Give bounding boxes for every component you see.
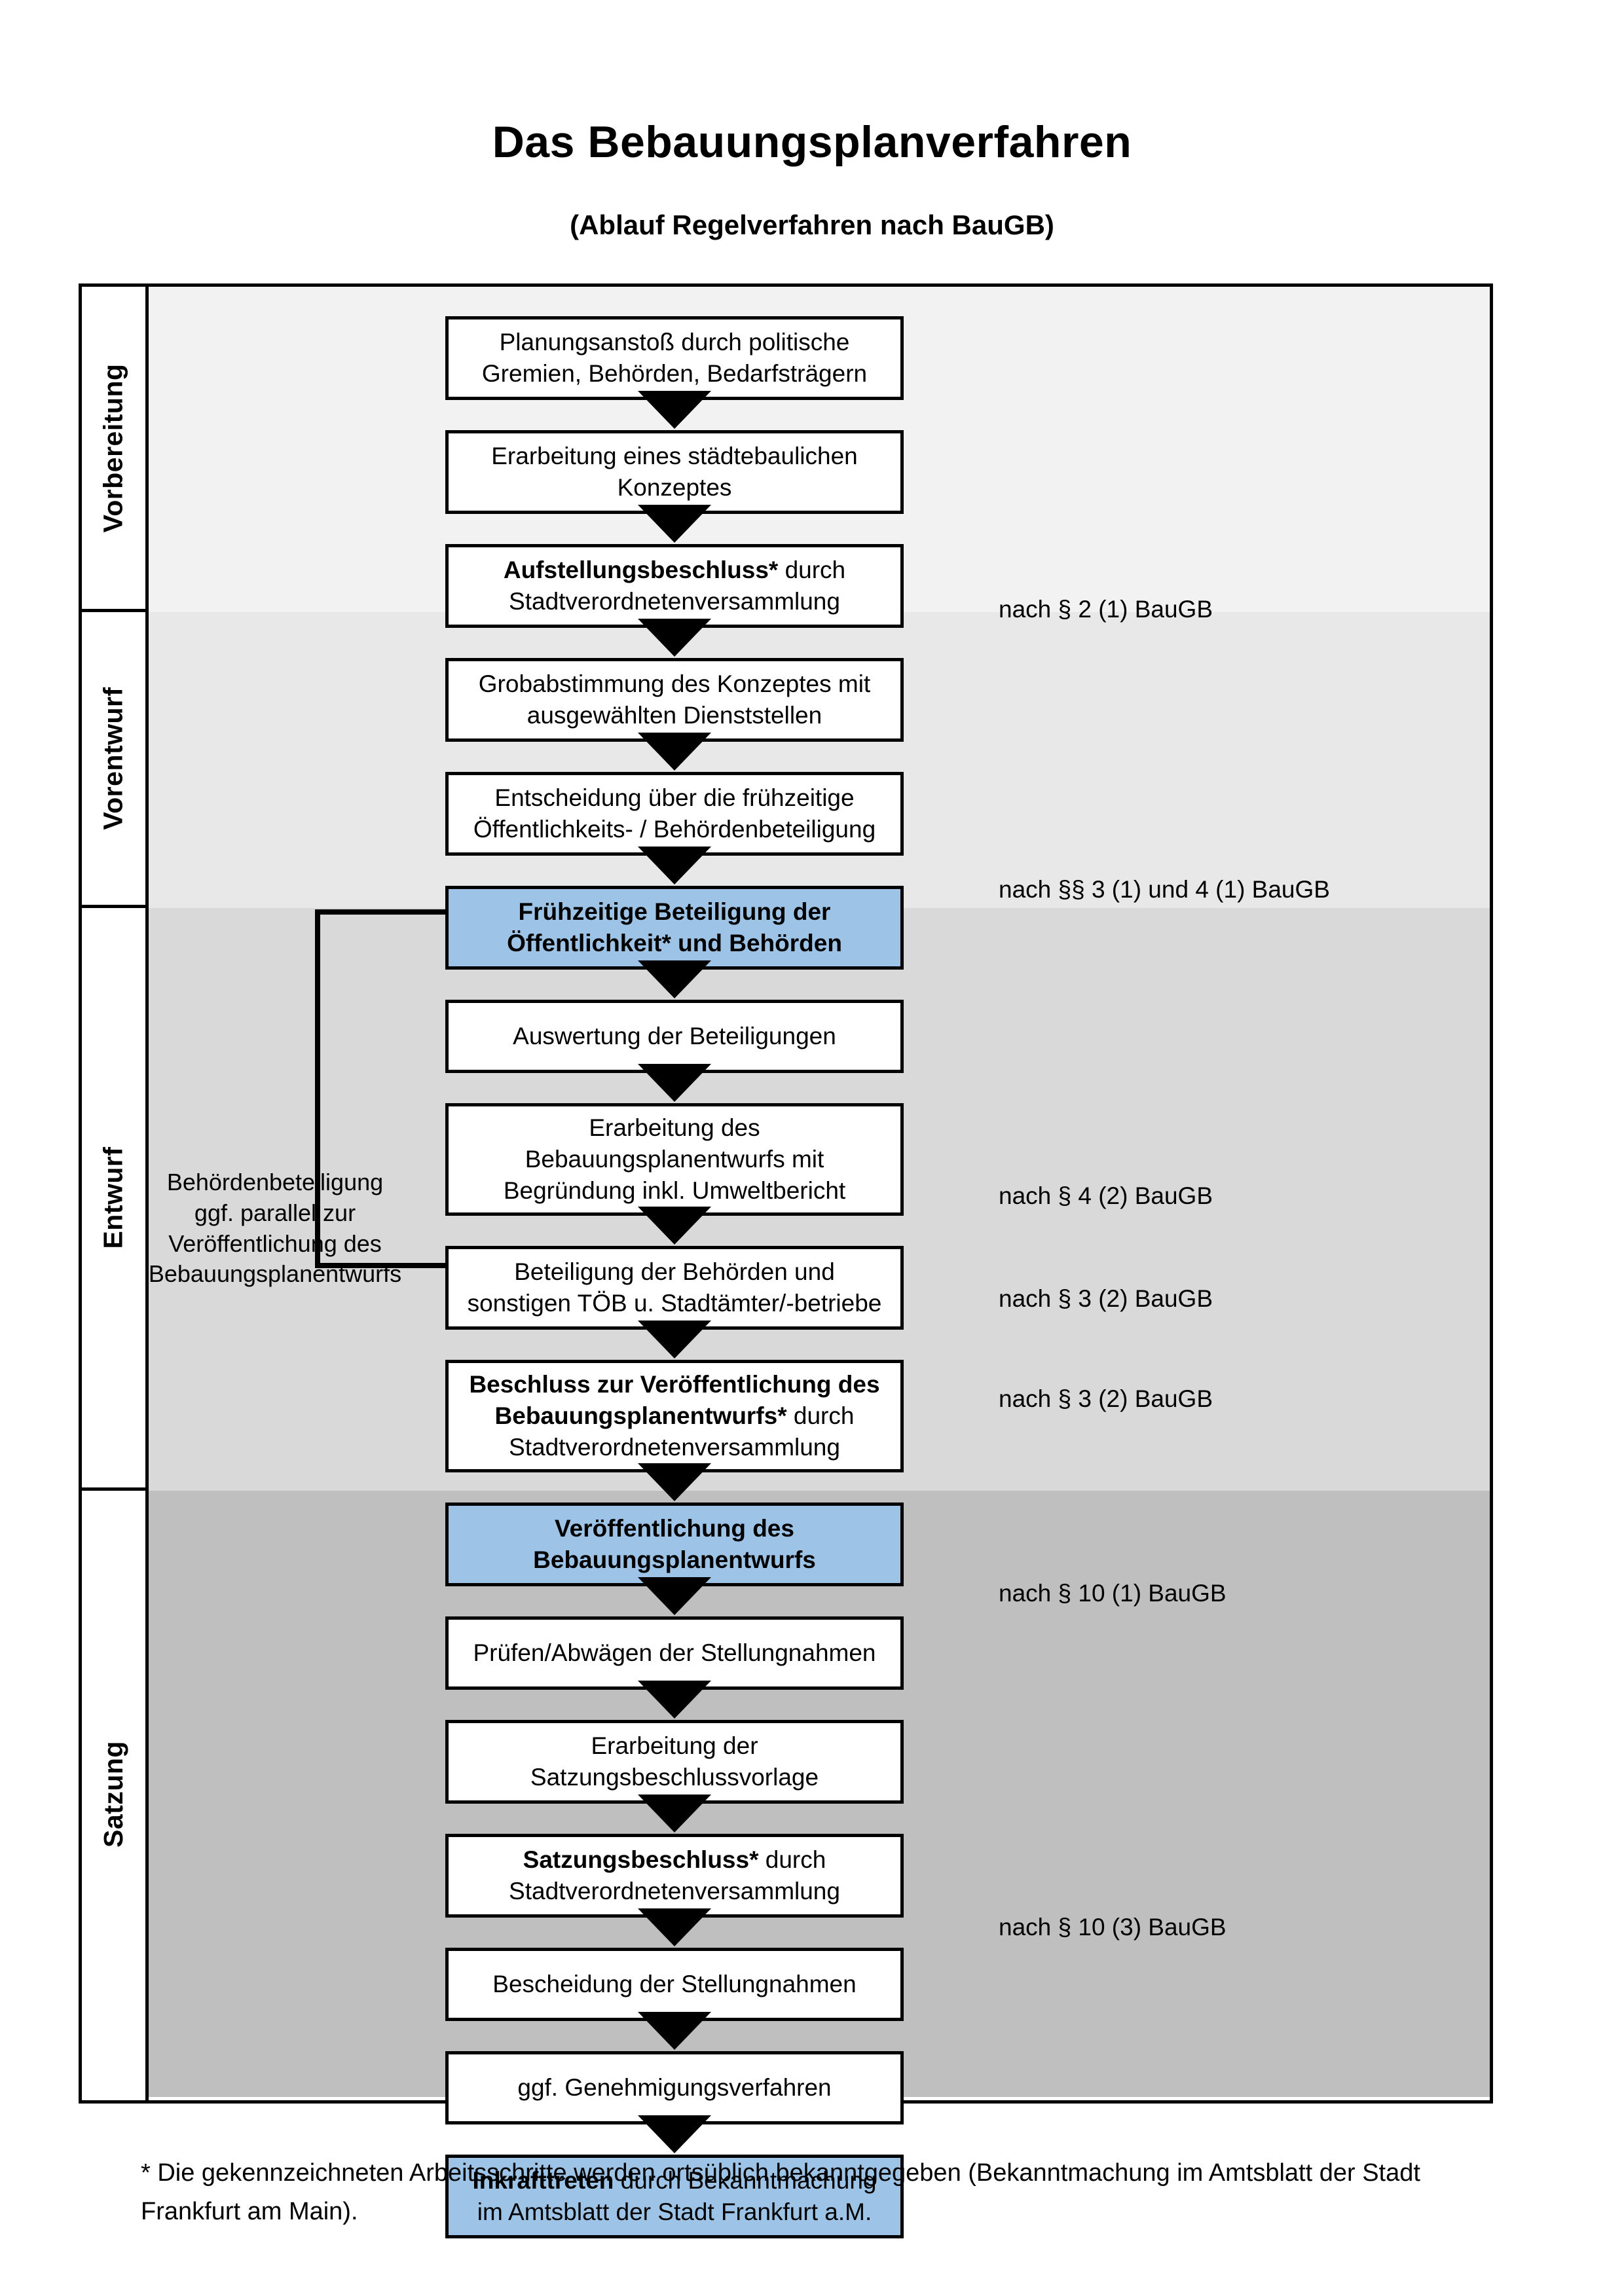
process-step-fruehzeitige-beteiligung[interactable]: Frühzeitige Beteiligung der Öffentlichke… — [445, 886, 904, 970]
step-line-2: Bebauungsplanentwurfs — [533, 1546, 816, 1573]
flowchart-frame: Vorbereitung Vorentwurf Entwurf Satzung — [79, 283, 1493, 2238]
step-line-2: ausgewählten Dienststellen — [526, 702, 822, 729]
legal-ref-3: nach § 4 (2) BauGB — [999, 1182, 1213, 1209]
process-step-veroeffentlichung-entwurf[interactable]: Veröffentlichung des Bebauungsplanentwur… — [445, 1503, 904, 1586]
phase-cell-vorbereitung: Vorbereitung — [82, 287, 145, 612]
step-emphasis: Inkrafttreten — [472, 2166, 614, 2194]
process-step-inkrafttreten[interactable]: Inkrafttreten durch Bekanntmachung im Am… — [445, 2155, 904, 2238]
flow-arrow-down-13 — [445, 1804, 904, 1834]
step-line-2: Stadtverordnetenversammlung — [509, 588, 840, 615]
step-line-2: Öffentlichkeit* und Behörden — [507, 930, 842, 957]
step-line-3: Stadtverordnetenversammlung — [509, 1434, 840, 1461]
process-step-auswertung-beteiligungen[interactable]: Auswertung der Beteiligungen — [445, 1000, 904, 1073]
step-line-1: Erarbeitung der — [591, 1732, 758, 1759]
step-emphasis-2: Bebauungsplanentwurfs* — [494, 1402, 787, 1429]
step-rest: durch — [778, 556, 846, 583]
step-line-1: Frühzeitige Beteiligung der — [518, 898, 831, 925]
phase-label-vorentwurf: Vorentwurf — [98, 687, 129, 830]
step-rest: durch — [758, 1846, 826, 1873]
step-line-3: Begründung inkl. Umweltbericht — [503, 1177, 846, 1205]
flow-arrow-down-3 — [445, 628, 904, 658]
flow-arrow-down-15 — [445, 2021, 904, 2051]
step-line-1: Veröffentlichung des — [555, 1514, 794, 1542]
legal-ref-7: nach § 10 (3) BauGB — [999, 1914, 1227, 1941]
process-step-entscheidung-fruehzeitige-beteiligung[interactable]: Entscheidung über die frühzeitige Öffent… — [445, 772, 904, 856]
step-rest: durch — [786, 1402, 855, 1429]
flow-arrow-down-6 — [445, 970, 904, 1000]
sidenote-line-2: ggf. parallel zur — [194, 1199, 356, 1226]
step-line-2: Konzeptes — [617, 474, 732, 501]
flow-arrow-down-5 — [445, 856, 904, 886]
page-title: Das Bebauungsplanverfahren — [492, 117, 1132, 167]
step-line-2: Gremien, Behörden, Bedarfsträgern — [481, 360, 868, 387]
legal-ref-1: nach § 2 (1) BauGB — [999, 596, 1213, 623]
sidenote-parallel-beteiligung: Behördenbeteiligung ggf. parallel zur Ve… — [121, 1167, 429, 1290]
flow-arrow-down-7 — [445, 1073, 904, 1103]
step-line-1: Planungsanstoß durch politische — [499, 328, 850, 355]
step-line-2: Bebauungsplanentwurfs* durch — [469, 1400, 879, 1432]
process-step-pruefen-abwaegen[interactable]: Prüfen/Abwägen der Stellungnahmen — [445, 1616, 904, 1690]
step-line-1: Aufstellungsbeschluss* durch — [504, 555, 845, 586]
step-line-2: sonstigen TÖB u. Stadtämter/-betriebe — [467, 1290, 882, 1317]
step-line-2: im Amtsblatt der Stadt Frankfurt a.M. — [477, 2198, 872, 2225]
flow-arrow-down-14 — [445, 1918, 904, 1948]
legal-ref-6: nach § 10 (1) BauGB — [999, 1580, 1227, 1607]
process-step-planungsanstoss[interactable]: Planungsanstoß durch politische Gremien,… — [445, 316, 904, 400]
flow-arrow-down-2 — [445, 514, 904, 544]
phase-label-satzung: Satzung — [98, 1740, 128, 1848]
step-emphasis-1: Beschluss zur Veröffentlichung des — [469, 1370, 880, 1398]
process-step-satzungsbeschluss[interactable]: Satzungsbeschluss* durch Stadtverordnete… — [445, 1834, 904, 1918]
footnote: * Die gekennzeichneten Arbeitsschritte w… — [141, 2159, 1420, 2225]
legal-ref-2: nach §§ 3 (1) und 4 (1) BauGB — [999, 876, 1330, 903]
process-step-beschluss-veroeffentlichung[interactable]: Beschluss zur Veröffentlichung des Bebau… — [445, 1360, 904, 1472]
process-step-erarbeitung-bebauungsplanentwurf[interactable]: Erarbeitung des Bebauungsplanentwurfs mi… — [445, 1103, 904, 1216]
process-step-staedtebauliches-konzept[interactable]: Erarbeitung eines städtebaulichen Konzep… — [445, 430, 904, 514]
process-step-bescheidung-stellungnahmen[interactable]: Bescheidung der Stellungnahmen — [445, 1948, 904, 2021]
flow-arrow-down-8 — [445, 1216, 904, 1246]
sidenote-line-1: Behördenbeteiligung — [166, 1169, 384, 1195]
sidenote-line-4: Bebauungsplanentwurfs — [148, 1260, 402, 1288]
step-line-1: Erarbeitung des — [589, 1114, 760, 1141]
step-line-1: Grobabstimmung des Konzeptes mit — [478, 670, 871, 697]
step-line-1: Erarbeitung eines städtebaulichen — [491, 442, 858, 469]
step-line-2: Satzungsbeschlussvorlage — [530, 1764, 819, 1791]
process-step-aufstellungsbeschluss[interactable]: Aufstellungsbeschluss* durch Stadtverord… — [445, 544, 904, 628]
step-line-1: ggf. Genehmigungsverfahren — [517, 2073, 832, 2101]
step-line-1: Inkrafttreten durch Bekanntmachung — [473, 2165, 877, 2196]
step-line-1: Entscheidung über die frühzeitige — [494, 784, 855, 811]
step-line-1: Prüfen/Abwägen der Stellungnahmen — [473, 1639, 876, 1666]
step-line-1: Satzungsbeschluss* durch — [509, 1844, 840, 1876]
step-line-2: Bebauungsplanentwurfs mit — [525, 1145, 824, 1173]
phase-label-column: Vorbereitung Vorentwurf Entwurf Satzung — [82, 287, 149, 2100]
flow-arrow-down-10 — [445, 1472, 904, 1503]
step-line-2: Öffentlichkeits- / Behördenbeteiligung — [473, 816, 876, 843]
step-line-1: Auswertung der Beteiligungen — [513, 1022, 836, 1049]
page-subtitle: (Ablauf Regelverfahren nach BauGB) — [570, 210, 1054, 240]
step-emphasis: Satzungsbeschluss* — [523, 1846, 759, 1873]
step-line-1: Beschluss zur Veröffentlichung des — [469, 1369, 879, 1400]
process-step-beteiligung-behoerden-toeb[interactable]: Beteiligung der Behörden und sonstigen T… — [445, 1246, 904, 1330]
flow-arrow-down-11 — [445, 1586, 904, 1616]
flow-arrow-down-16 — [445, 2124, 904, 2155]
flow-arrow-down-9 — [445, 1330, 904, 1360]
phase-label-vorbereitung: Vorbereitung — [98, 363, 128, 533]
step-rest: durch Bekanntmachung — [614, 2166, 877, 2194]
step-line-1: Bescheidung der Stellungnahmen — [492, 1970, 857, 1997]
legal-ref-5: nach § 3 (2) BauGB — [999, 1385, 1213, 1412]
phase-cell-satzung: Satzung — [82, 1491, 145, 2097]
process-step-erarbeitung-satzungsbeschlussvorlage[interactable]: Erarbeitung der Satzungsbeschlussvorlage — [445, 1720, 904, 1804]
process-flow-column: Planungsanstoß durch politische Gremien,… — [445, 316, 904, 2238]
step-line-1: Beteiligung der Behörden und — [514, 1258, 835, 1285]
process-step-grobabstimmung[interactable]: Grobabstimmung des Konzeptes mit ausgewä… — [445, 658, 904, 742]
flow-arrow-down-4 — [445, 742, 904, 772]
flow-arrow-down-1 — [445, 400, 904, 430]
legal-ref-4: nach § 3 (2) BauGB — [999, 1285, 1213, 1312]
phase-cell-entwurf: Entwurf — [82, 908, 145, 1491]
process-step-genehmigungsverfahren[interactable]: ggf. Genehmigungsverfahren — [445, 2051, 904, 2124]
step-emphasis: Aufstellungsbeschluss* — [503, 556, 779, 583]
sidenote-line-3: Veröffentlichung des — [168, 1230, 382, 1257]
phase-cell-vorentwurf: Vorentwurf — [82, 612, 145, 908]
flow-arrow-down-12 — [445, 1690, 904, 1720]
step-line-2: Stadtverordnetenversammlung — [509, 1878, 840, 1904]
